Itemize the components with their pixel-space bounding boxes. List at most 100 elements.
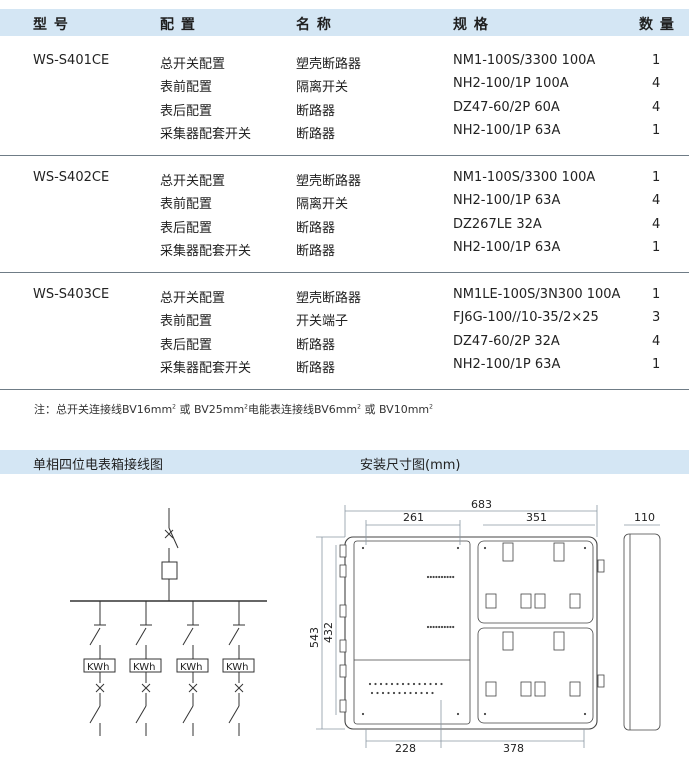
wiring-diagram-title: 单相四位电表箱接线图 (33, 458, 164, 473)
mounting-dot (452, 575, 455, 579)
wire-line (89, 705, 101, 724)
mounting-dot (361, 712, 365, 716)
mounting-dot (361, 546, 365, 550)
group-divider (0, 155, 689, 156)
mounting-dot (370, 691, 374, 695)
name-cell: 塑壳断路器 (296, 57, 362, 72)
mounting-dot (409, 691, 412, 695)
dimension-diagram-title: 安装尺寸图(mm) (360, 458, 461, 473)
dim-bottom-left: 228 (395, 742, 416, 755)
diagram-section-bar (0, 450, 689, 474)
name-cell: 断路器 (296, 220, 336, 236)
terminal-block (597, 674, 605, 688)
group-divider (0, 272, 689, 273)
wire-line (234, 683, 244, 693)
mounting-dot (429, 575, 432, 579)
meter-window (553, 631, 565, 651)
wire-line (141, 683, 151, 693)
config-cell: 表后配置 (160, 103, 213, 119)
terminal-block (339, 604, 347, 618)
meter-box (176, 658, 209, 673)
dim-overall-width: 683 (471, 498, 492, 511)
qty-cell: 1 (652, 239, 661, 255)
spec-cell: NM1-100S/3300 100A (453, 170, 596, 185)
dim-depth: 110 (634, 511, 655, 524)
header-model: 型 号 (33, 17, 69, 33)
dim-overall-height: 543 (308, 627, 321, 648)
meter-window (553, 542, 565, 562)
wire-line (228, 627, 240, 646)
spec-cell: DZ47-60/2P 60A (453, 99, 560, 115)
wire-line (182, 705, 194, 724)
name-cell: 塑壳断路器 (296, 291, 362, 306)
config-cell: 表前配置 (160, 80, 213, 96)
model-cell: WS-S402CE (33, 170, 110, 185)
mounting-dot (418, 682, 421, 686)
spec-cell: NH2-100/1P 63A (453, 122, 561, 138)
header-qty: 数 量 (639, 17, 675, 33)
wire-line (135, 627, 147, 646)
meter-box (83, 658, 116, 673)
mounting-dot (414, 691, 418, 695)
mounting-dot (431, 691, 434, 695)
mounting-dot (583, 712, 587, 716)
meter-label: KWh (133, 662, 155, 673)
mounting-dot (385, 682, 388, 686)
config-cell: 采集器配套开关 (160, 243, 252, 259)
mounting-dot (435, 575, 438, 579)
mounting-dot (403, 691, 407, 695)
mounting-dot (456, 546, 460, 550)
breaker-block (534, 593, 546, 609)
header-name: 名 称 (296, 17, 332, 33)
mounting-dot (396, 682, 399, 686)
wiring-note: 注：总开关连接线BV16mm2 或 BV25mm2电能表连接线BV6mm2 或 … (34, 403, 433, 416)
wire-line (234, 683, 244, 693)
qty-cell: 1 (652, 122, 661, 138)
mounting-dot (398, 691, 401, 695)
qty-cell: 4 (652, 216, 661, 232)
meter-label: KWh (226, 662, 248, 673)
spec-cell: FJ6G-100//10-35/2×25 (453, 310, 599, 326)
meter-box (129, 658, 162, 673)
wire-line (95, 683, 105, 693)
qty-cell: 4 (652, 76, 661, 92)
spec-cell: NH2-100/1P 63A (453, 239, 561, 255)
mounting-dot (434, 682, 438, 686)
mounting-dot (426, 625, 430, 629)
spec-cell: NM1-100S/3300 100A (453, 53, 596, 68)
mounting-dot (438, 575, 441, 579)
mounting-dot (420, 691, 423, 695)
model-cell: WS-S403CE (33, 287, 110, 302)
meter-box (222, 658, 255, 673)
mounting-dot (449, 625, 452, 629)
mounting-dot (401, 682, 405, 686)
dim-left-width: 261 (403, 511, 424, 524)
qty-cell: 4 (652, 193, 661, 209)
config-cell: 表前配置 (160, 314, 213, 330)
name-cell: 隔离开关 (296, 80, 349, 96)
spec-cell: NH2-100/1P 63A (453, 356, 561, 372)
mounting-dot (392, 691, 396, 695)
mounting-dot (440, 625, 444, 629)
mounting-dot (456, 712, 460, 716)
dim-bottom-right: 378 (503, 742, 524, 755)
mounting-dot (423, 682, 427, 686)
header-spec: 规 格 (453, 17, 489, 33)
breaker-block (569, 593, 581, 609)
group-divider (0, 389, 689, 390)
qty-cell: 1 (652, 287, 661, 302)
config-cell: 表前配置 (160, 197, 213, 213)
spec-cell: DZ47-60/2P 32A (453, 333, 560, 349)
wire-line (188, 683, 198, 693)
meter-label: KWh (87, 662, 109, 673)
config-cell: 总开关配置 (160, 174, 226, 189)
terminal-block (339, 564, 347, 578)
mounting-dot (379, 682, 383, 686)
config-cell: 表后配置 (160, 337, 213, 353)
dim-right-width: 351 (526, 511, 547, 524)
name-cell: 塑壳断路器 (296, 174, 362, 189)
meter-window (502, 542, 514, 562)
spec-cell: NH2-100/1P 63A (453, 193, 561, 209)
mounting-dot (425, 691, 429, 695)
